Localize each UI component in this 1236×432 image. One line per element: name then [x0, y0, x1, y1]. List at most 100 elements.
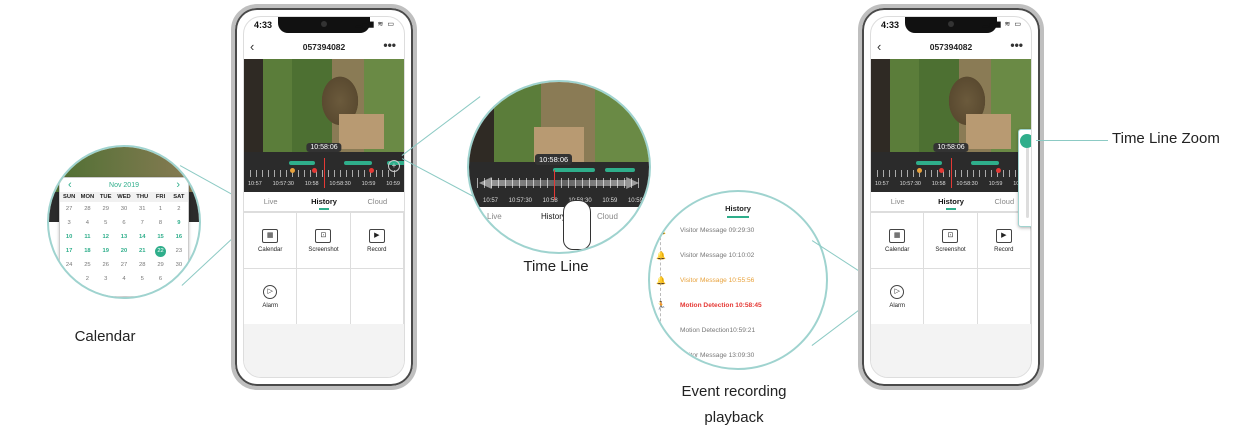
record-button[interactable]: ▶Record — [977, 213, 1031, 269]
status-time-2: 4:33 — [881, 20, 900, 30]
screenshot-button[interactable]: ⊡Screenshot — [297, 213, 351, 269]
calendar-day[interactable]: 8 — [158, 220, 163, 226]
calendar-day[interactable]: 13 — [120, 234, 128, 240]
calendar-day[interactable]: 28 — [84, 206, 91, 212]
tab-cloud[interactable]: Cloud — [994, 197, 1015, 206]
calendar-day[interactable]: 31 — [139, 206, 146, 212]
screenshot-button[interactable]: ⊡Screenshot — [924, 213, 978, 269]
calendar-day[interactable]: 27 — [120, 262, 128, 268]
calendar-day[interactable]: 6 — [122, 220, 126, 226]
timeline-tick-label: 10:58 — [931, 181, 946, 187]
calendar-day[interactable]: 3 — [67, 220, 71, 226]
calendar-day[interactable]: 5 — [104, 220, 108, 226]
tab-history[interactable]: History — [924, 193, 977, 211]
calendar-day[interactable]: 25 — [84, 262, 91, 268]
calendar-day[interactable]: 18 — [84, 248, 91, 254]
calendar-day[interactable]: 11 — [84, 234, 91, 240]
calendar-day[interactable]: 2 — [177, 206, 181, 212]
video-feed[interactable] — [244, 59, 404, 152]
calendar-day[interactable]: 30 — [120, 206, 128, 212]
event-caption-line1: Event recording — [681, 383, 787, 400]
back-icon[interactable]: ‹ — [877, 39, 882, 54]
calendar-button[interactable]: ▦Calendar — [244, 213, 298, 269]
calendar-day[interactable]: 10 — [65, 234, 73, 240]
zoom-icon[interactable]: + — [388, 160, 400, 172]
alarm-button[interactable]: ▷Alarm — [244, 269, 298, 325]
calendar-day[interactable]: 20 — [120, 248, 128, 254]
calendar-month: Nov 2019 — [109, 181, 139, 189]
tab-live[interactable]: Live — [890, 197, 905, 206]
calendar-day[interactable]: 17 — [65, 248, 73, 254]
calendar-day[interactable]: 27 — [65, 206, 73, 212]
event-list-item[interactable]: Visitor Message 10:10:02 — [680, 252, 755, 259]
back-icon[interactable]: ‹ — [250, 39, 255, 54]
timeline-caption: Time Line — [523, 258, 589, 275]
calendar-day[interactable]: 14 — [139, 234, 146, 240]
calendar-day[interactable]: 19 — [102, 248, 109, 254]
recording-segment — [344, 161, 372, 165]
calendar-prev-button[interactable]: ‹ — [68, 179, 72, 191]
more-icon[interactable]: ••• — [1010, 38, 1023, 52]
calendar-day[interactable]: 1 — [158, 206, 163, 212]
event-list-item[interactable]: Motion Detection 10:58:45 — [680, 302, 762, 309]
event-marker — [996, 168, 1001, 173]
calendar-day[interactable]: 15 — [157, 234, 164, 240]
calendar-day[interactable]: 16 — [175, 234, 183, 240]
calendar-day[interactable]: 9 — [177, 220, 181, 226]
phone-screen-2: 4:33 ▂▄▆ ≋ ▭ ‹ 057394082 ••• 10:58:06 10… — [870, 16, 1032, 378]
zoom-slider-handle[interactable] — [1020, 134, 1031, 148]
calendar-day[interactable]: 4 — [122, 276, 126, 282]
calendar-day[interactable]: 3 — [104, 276, 108, 282]
recording-segment — [916, 161, 942, 165]
calendar-day[interactable]: 21 — [139, 248, 146, 254]
event-list-item[interactable]: Visitor Message 10:55:56 — [680, 277, 755, 284]
calendar-day[interactable]: 6 — [158, 276, 163, 282]
nav-bar-2: ‹ 057394082 ••• — [871, 37, 1031, 59]
calendar-label: Calendar — [884, 246, 910, 253]
calendar-day[interactable]: 28 — [139, 262, 146, 268]
tab-history[interactable]: History — [297, 193, 350, 211]
event-list-item[interactable]: Visitor Message 09:29:30 — [680, 227, 755, 234]
event-list-item[interactable]: Motion Detection10:59:21 — [680, 327, 756, 334]
calendar-day[interactable]: 12 — [102, 234, 109, 240]
calendar-day[interactable]: 5 — [140, 276, 144, 282]
phone-history: 4:33 ▂▄▆ ≋ ▭ ‹ 057394082 ••• 10:58:06 + … — [231, 4, 417, 390]
bell-icon: 🔔 — [656, 226, 666, 235]
event-list-item[interactable]: Visitor Message 13:09:30 — [680, 352, 755, 359]
timeline-zoom-slider[interactable] — [1018, 129, 1031, 227]
camera-title: 057394082 — [302, 42, 346, 52]
timeline-tick-label: 10:57 — [248, 181, 262, 187]
calendar-next-button[interactable]: › — [176, 179, 180, 191]
timeline-tick-label: 10:57:30 — [508, 198, 533, 204]
calendar-day[interactable]: 7 — [177, 276, 181, 282]
more-icon[interactable]: ••• — [383, 38, 396, 52]
zoom-caption: Time Line Zoom — [1112, 130, 1220, 147]
calendar-day-selected[interactable]: 22 — [151, 245, 169, 257]
calendar-day[interactable]: 24 — [65, 262, 73, 268]
tab-live[interactable]: Live — [263, 197, 278, 206]
calendar-header: ‹ Nov 2019 › — [60, 178, 188, 192]
video-feed-2[interactable] — [871, 59, 1031, 152]
video-box-object-2 — [966, 114, 1011, 149]
calendar-day[interactable]: 4 — [85, 220, 90, 226]
calendar-day[interactable]: 30 — [175, 262, 183, 268]
day-of-week: SUN — [63, 194, 76, 200]
calendar-day[interactable]: 29 — [157, 262, 164, 268]
timeline-cursor-2[interactable] — [951, 158, 952, 188]
record-button[interactable]: ▶Record — [350, 213, 404, 269]
timeline-cursor[interactable] — [324, 158, 325, 188]
calendar-week-row: 3 4 5 6 7 8 9 — [60, 216, 188, 230]
calendar-day[interactable]: 26 — [102, 262, 109, 268]
calendar-button[interactable]: ▦Calendar — [871, 213, 925, 269]
calendar-day[interactable]: 23 — [175, 248, 183, 254]
calendar-day[interactable]: 29 — [102, 206, 109, 212]
calendar-day[interactable]: 7 — [140, 220, 144, 226]
calendar-day[interactable]: 2 — [85, 276, 90, 282]
calendar-label: Calendar — [257, 246, 283, 253]
tab-cloud[interactable]: Cloud — [367, 197, 388, 206]
calendar-day[interactable]: 1 — [67, 276, 71, 282]
alarm-button[interactable]: ▷Alarm — [871, 269, 925, 325]
